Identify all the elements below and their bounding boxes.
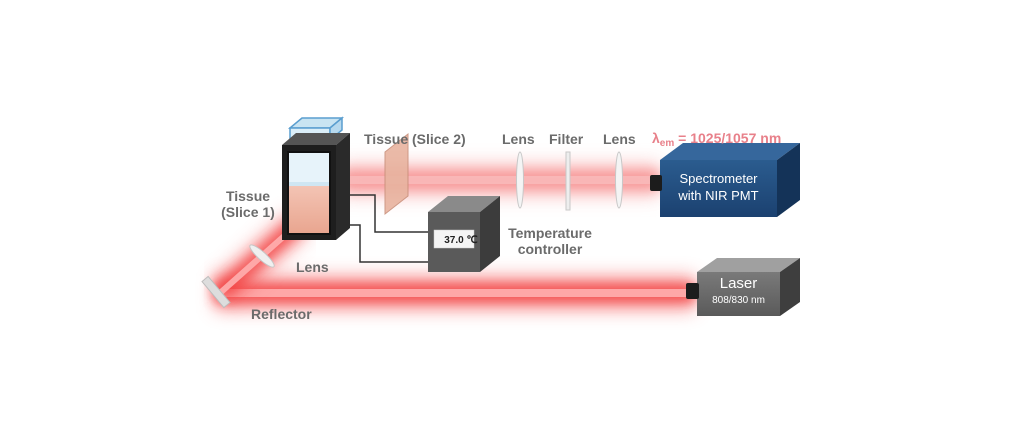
collection-lens-2 [615,151,623,209]
spectrometer-label-line2: with NIR PMT [678,188,759,203]
emission-value: = 1025/1057 nm [674,130,782,146]
label-tissue-slice-1-line1: Tissue [225,188,271,204]
label-temperature-controller-line1: Temperature [508,225,592,241]
label-lens-1: Lens [502,131,535,147]
label-lens-bottom: Lens [296,259,329,275]
label-temperature-controller: Temperature controller [504,225,596,257]
spectrometer-label: Spectrometer with NIR PMT [660,170,777,204]
emission-symbol: λ [652,130,660,146]
emission-wavelength-label: λem = 1025/1057 nm [652,130,781,149]
emission-filter [565,151,571,211]
laser-name: Laser [719,275,758,292]
label-tissue-slice-1-line2: (Slice 1) [221,204,275,220]
label-lens-2: Lens [603,131,636,147]
controller-wires [349,194,428,263]
label-tissue-slice-1: Tissue (Slice 1) [212,188,284,220]
tissue-slice-2 [384,132,409,216]
reflector-mirror [201,275,231,309]
laser-box [686,258,800,316]
cuvette-holder [282,116,350,240]
temperature-display: 37.0 ℃ [444,235,478,246]
laser-wavelengths: 808/830 nm [712,295,765,306]
label-tissue-slice-2: Tissue (Slice 2) [364,131,466,147]
spectrometer-label-line1: Spectrometer [679,171,758,186]
excitation-beam [215,276,695,310]
bottom-lens [249,244,275,268]
emission-subscript: em [659,138,675,149]
temperature-controller-box [428,196,500,272]
label-reflector: Reflector [251,306,312,322]
spectrometer-box [650,143,800,217]
laser-label: Laser 808/830 nm [697,274,780,308]
label-filter: Filter [549,131,584,147]
label-temperature-controller-line2: controller [517,241,583,257]
collection-lens-1 [516,151,524,209]
